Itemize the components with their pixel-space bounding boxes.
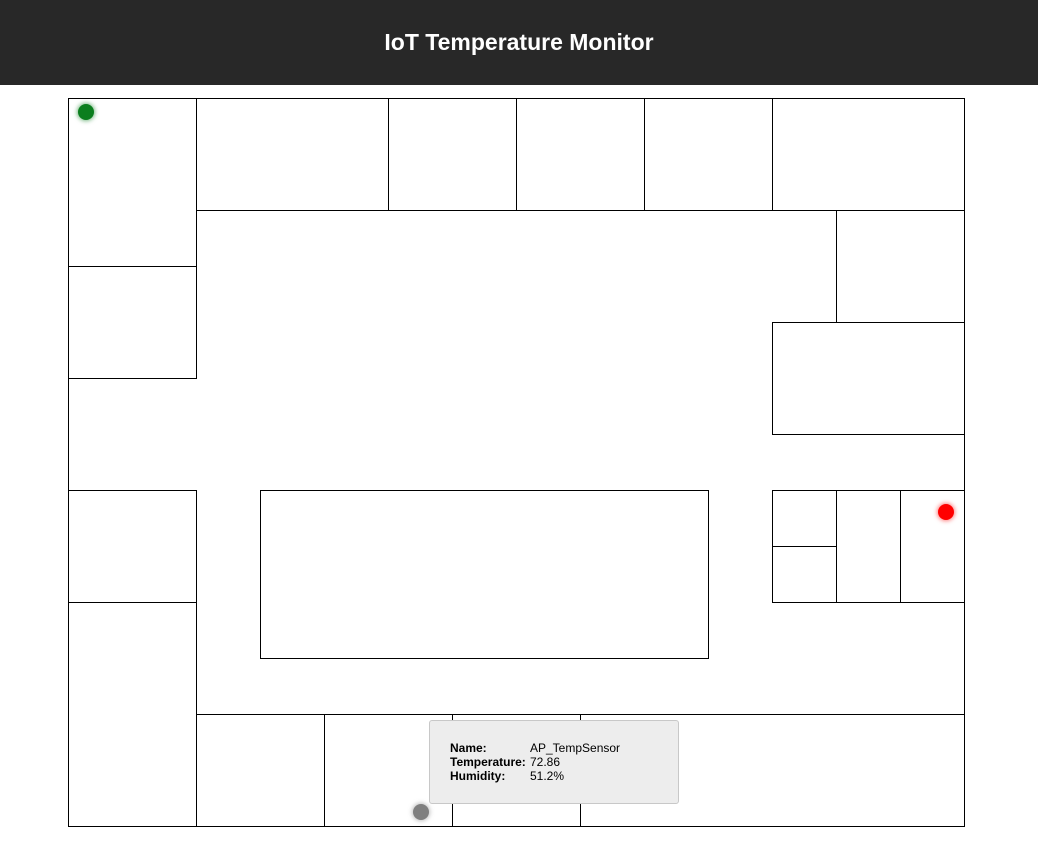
room-center: [260, 490, 709, 659]
tooltip-temperature-label: Temperature:: [450, 755, 526, 769]
sensor-red-indicator[interactable]: [938, 504, 954, 520]
tooltip-temperature-value: 72.86: [530, 755, 561, 769]
room-right-1: [836, 210, 965, 323]
room-right-2: [772, 322, 965, 435]
sensor-tooltip: Name: AP_TempSensor Temperature: 72.86 Hum…: [429, 720, 679, 804]
room-cluster-c: [836, 490, 901, 603]
page-title: IoT Temperature Monitor: [384, 29, 654, 55]
room-left-2: [68, 266, 197, 379]
tooltip-humidity-row: Humidity: 51.2%: [450, 769, 564, 783]
tooltip-name-label: Name:: [450, 741, 487, 755]
room-left-4: [68, 490, 197, 603]
room-top-4: [516, 98, 645, 211]
tooltip-temperature-row: Temperature: 72.86: [450, 755, 560, 769]
room-top-2: [196, 98, 389, 211]
tooltip-humidity-value: 51.2%: [530, 769, 565, 783]
room-top-left: [68, 98, 197, 267]
sensor-green-indicator[interactable]: [78, 104, 94, 120]
tooltip-humidity-label: Humidity:: [450, 769, 506, 783]
room-top-right: [772, 98, 965, 211]
tooltip-name-value: AP_TempSensor: [530, 741, 621, 755]
tooltip-name-row: Name: AP_TempSensor: [450, 741, 620, 755]
room-left-bottom: [68, 602, 197, 827]
room-cluster-a: [772, 490, 837, 547]
room-cluster-d: [900, 490, 965, 603]
room-cluster-b: [772, 546, 837, 603]
room-bottom-1: [196, 714, 325, 827]
room-top-5: [644, 98, 773, 211]
sensor-gray-indicator[interactable]: [413, 804, 429, 820]
floor-plan: [68, 98, 965, 827]
room-top-3: [388, 98, 517, 211]
app-header: IoT Temperature Monitor: [0, 0, 1038, 85]
